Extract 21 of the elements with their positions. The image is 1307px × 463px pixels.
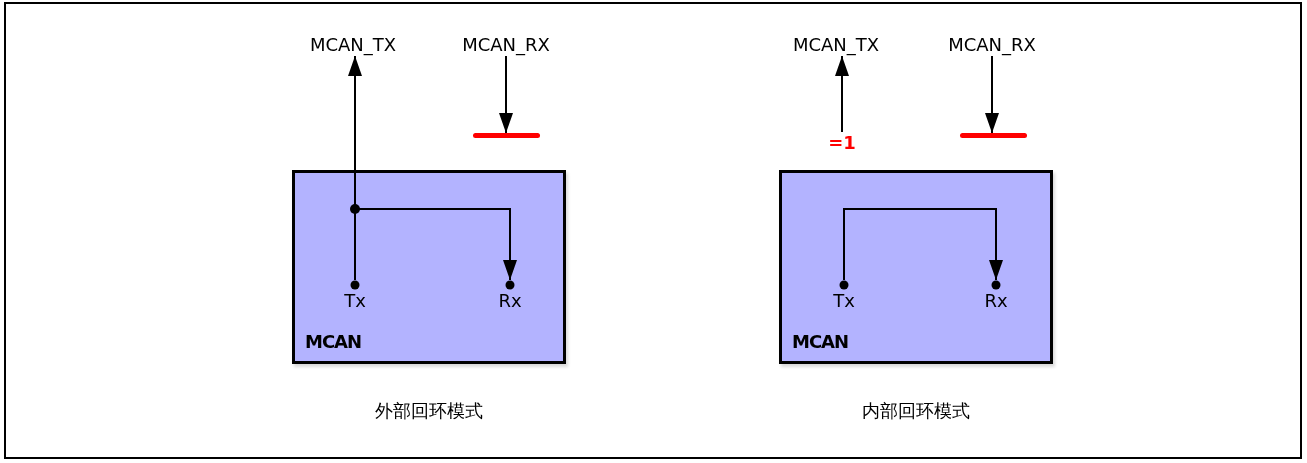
port-label: Tx — [832, 290, 856, 312]
signal-label: MCAN_RX — [942, 34, 1042, 56]
signal-label: MCAN_TX — [786, 34, 886, 56]
port-label: Rx — [983, 290, 1009, 312]
module-label: MCAN — [305, 331, 362, 353]
arrow — [499, 55, 513, 134]
terminal-bar — [473, 133, 540, 138]
caption: 内部回环模式 — [861, 400, 971, 422]
port-label: Rx — [497, 290, 523, 312]
terminal-bar — [960, 133, 1027, 138]
arrow — [985, 55, 999, 134]
module-box — [779, 170, 1053, 364]
signal-label: MCAN_TX — [303, 34, 403, 56]
port-label: Tx — [343, 290, 367, 312]
arrow — [835, 55, 849, 133]
logic-value: =1 — [822, 132, 862, 154]
caption: 外部回环模式 — [374, 400, 484, 422]
signal-label: MCAN_RX — [456, 34, 556, 56]
arrow — [843, 208, 1003, 281]
module-box — [292, 170, 566, 364]
module-label: MCAN — [792, 331, 849, 353]
